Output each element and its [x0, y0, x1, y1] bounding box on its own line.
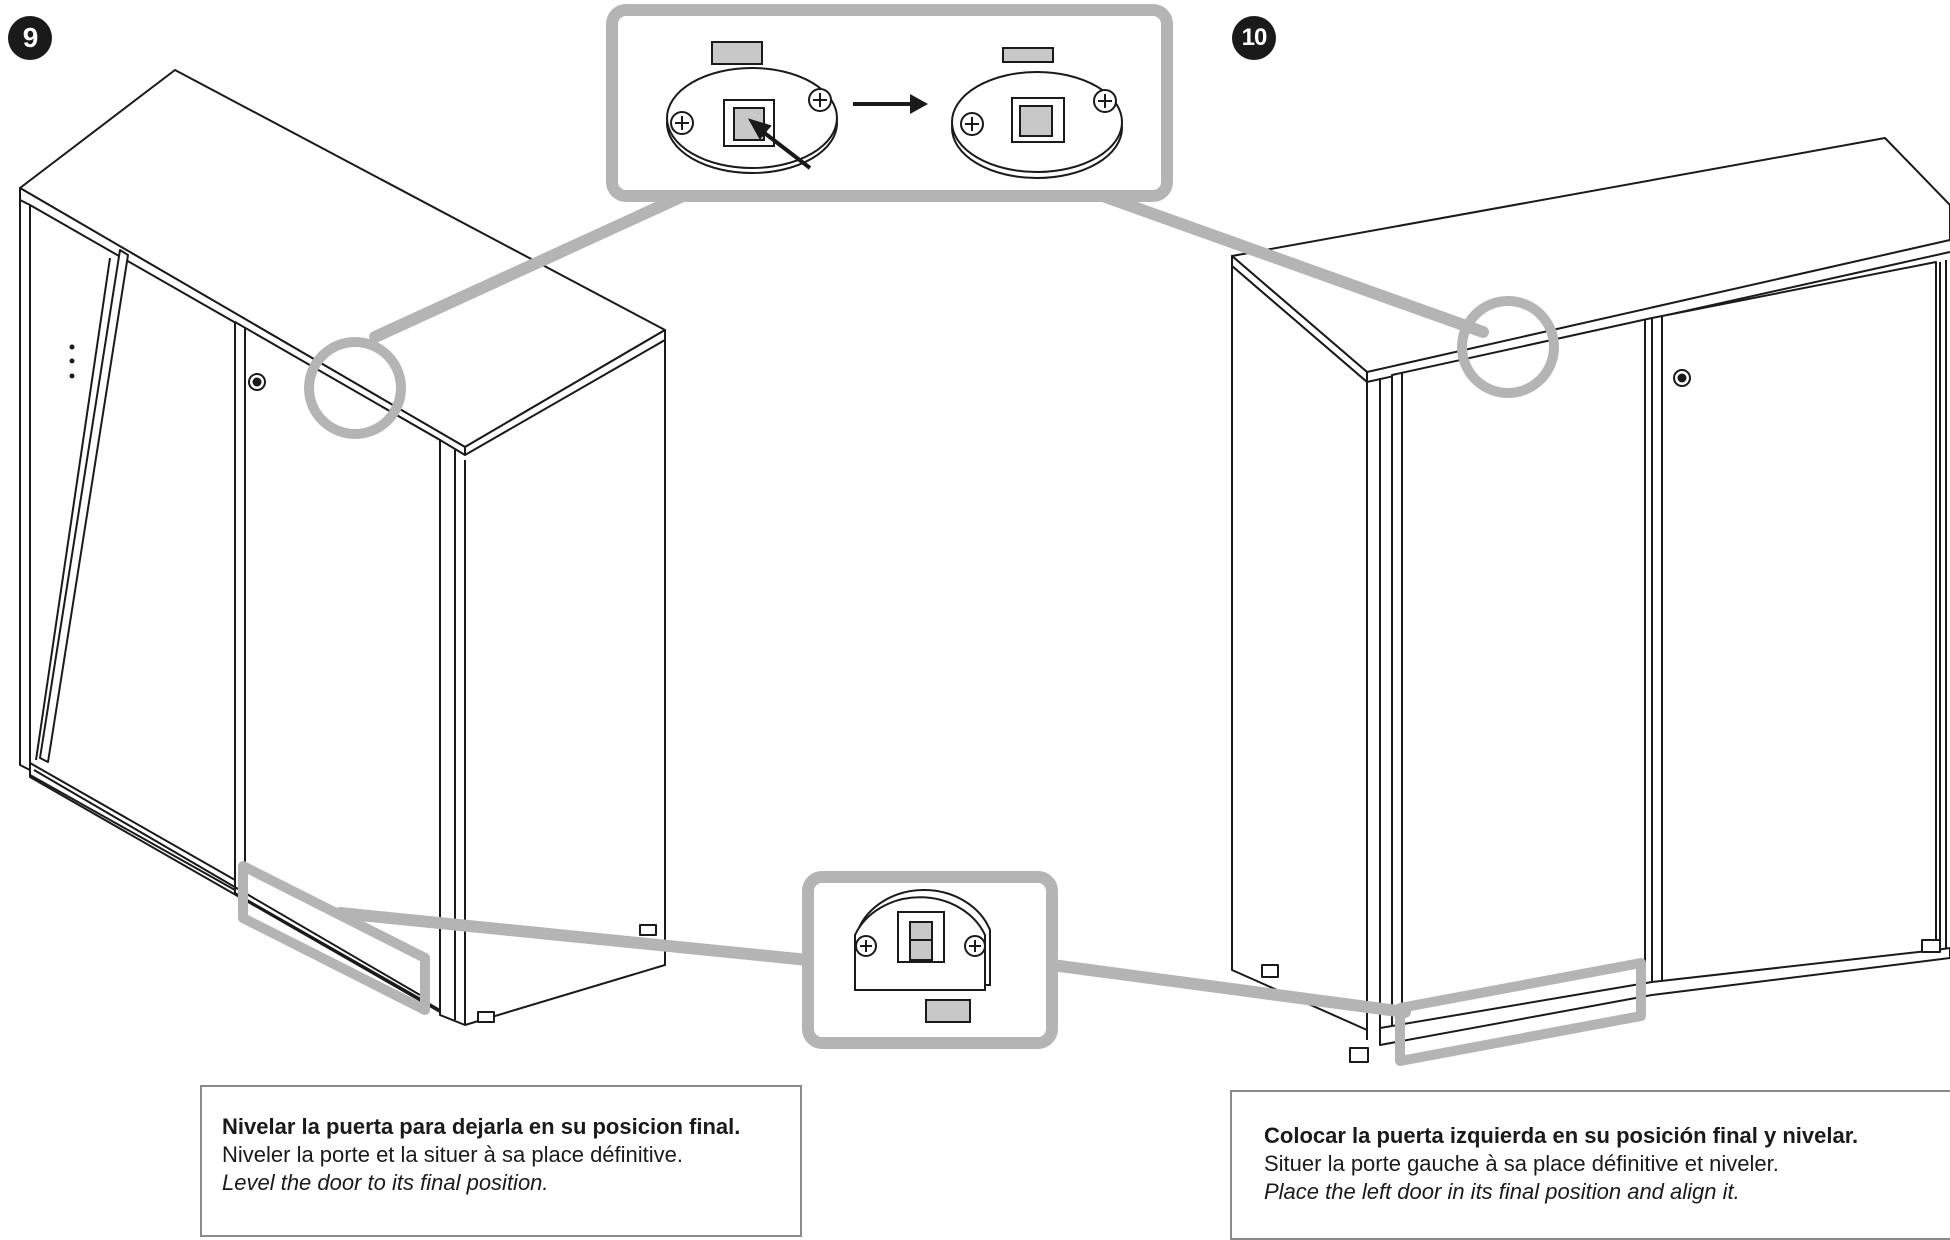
screw-icon: [670, 111, 694, 135]
door-latch-icon: [854, 889, 991, 1023]
caption-spanish: Nivelar la puerta para dejarla en su pos…: [222, 1114, 741, 1139]
latch-detail-callout: [606, 4, 1173, 202]
caption-english: Place the left door in its final positio…: [1264, 1179, 1740, 1204]
highlight-circles: [304, 296, 1559, 439]
highlight-circle-step-10: [1457, 296, 1559, 398]
cabinet-step-10-illustration: [1231, 137, 1950, 1063]
step-number-badge: 10: [1232, 16, 1276, 60]
screw-icon: [964, 935, 986, 957]
door-latch-icon: [951, 47, 1123, 179]
caption-box-step-9: Nivelar la puerta para dejarla en su pos…: [200, 1085, 802, 1237]
highlight-track-step-9: [238, 861, 430, 1015]
screw-icon: [808, 88, 832, 112]
leveler-detail-callout: [802, 871, 1058, 1049]
arrow-icon: [853, 94, 928, 114]
cabinet-step-9-illustration: [19, 69, 666, 1026]
caption-french: Situer la porte gauche à sa place défini…: [1264, 1151, 1779, 1176]
screw-icon: [1093, 89, 1117, 113]
caption-spanish: Colocar la puerta izquierda en su posici…: [1264, 1123, 1859, 1148]
caption-english: Level the door to its final position.: [222, 1170, 549, 1195]
callout-connectors: [334, 189, 1489, 1018]
caption-french: Niveler la porte et la situer à sa place…: [222, 1142, 684, 1167]
door-latch-icon: [666, 41, 838, 174]
highlight-track-step-10: [1395, 958, 1646, 1066]
highlight-circle-step-9: [304, 337, 406, 439]
screw-icon: [855, 935, 877, 957]
caption-box-step-10: Colocar la puerta izquierda en su posici…: [1230, 1090, 1950, 1240]
screw-icon: [960, 112, 984, 136]
step-number-badge: 9: [8, 16, 52, 60]
highlight-rects: [238, 861, 1646, 1066]
